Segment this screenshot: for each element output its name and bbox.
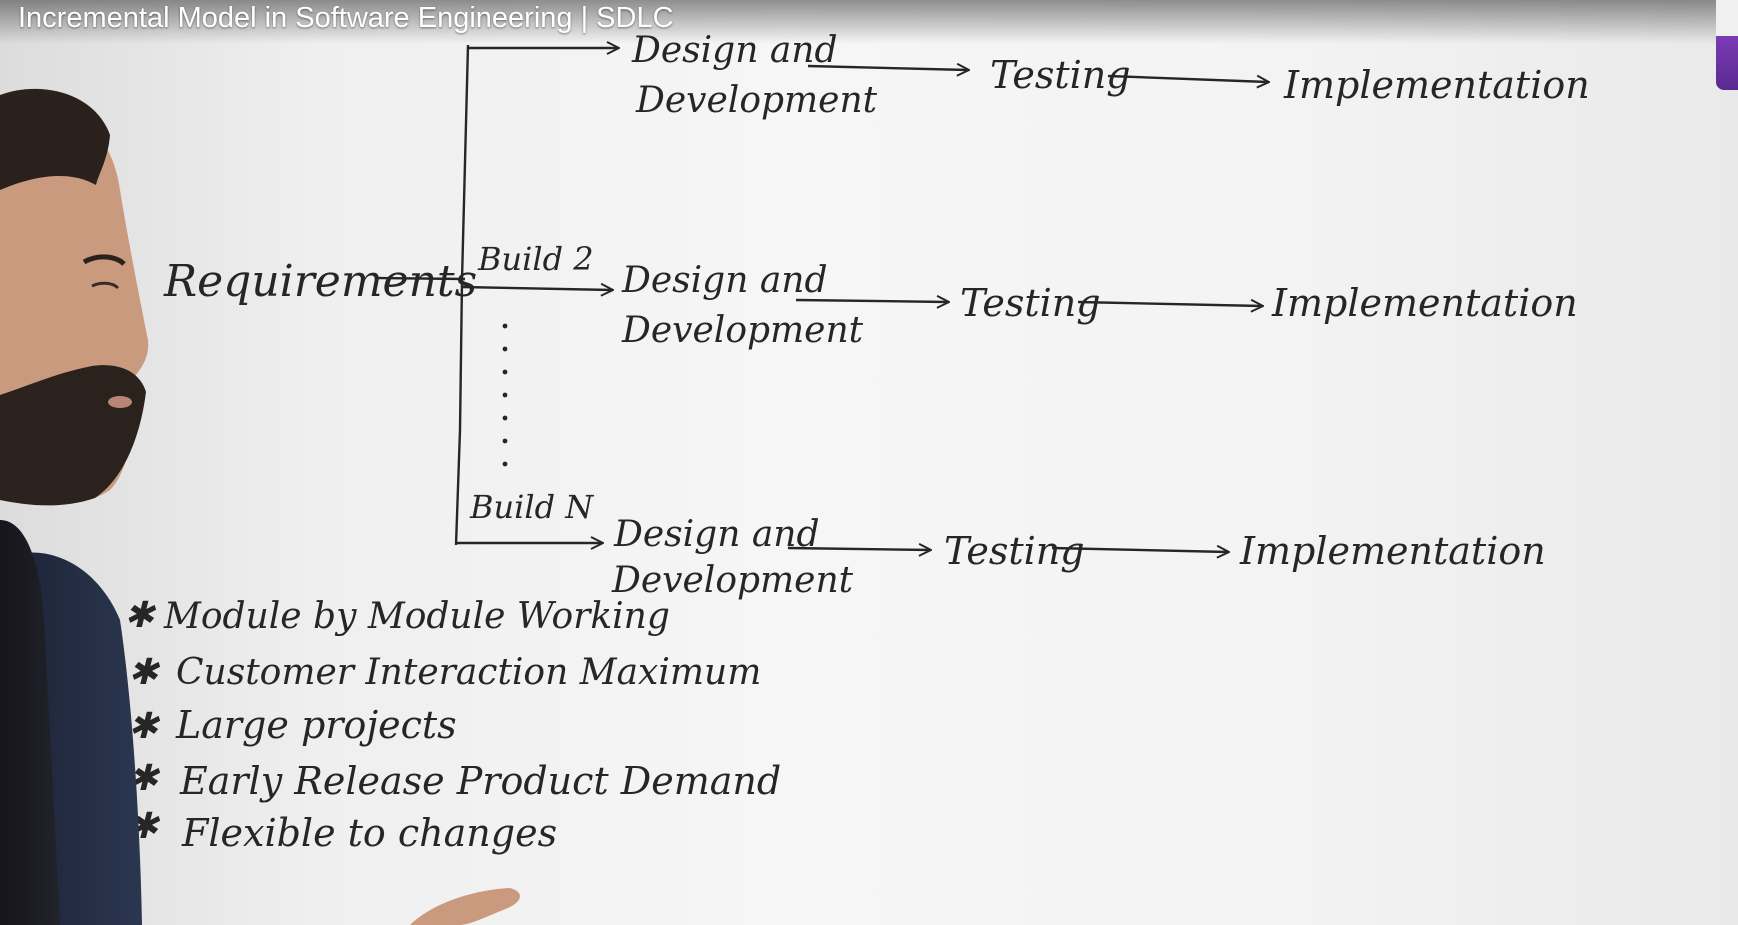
development-label: Development bbox=[621, 310, 864, 351]
build-label: Build N bbox=[469, 488, 594, 526]
requirements-label: Requirements bbox=[163, 256, 477, 307]
list-item: ✱ Module by Module Working bbox=[124, 595, 670, 637]
feature-list: ✱ Module by Module Working ✱ Customer In… bbox=[124, 595, 781, 855]
build-connector bbox=[375, 45, 618, 545]
svg-text:✱: ✱ bbox=[128, 706, 161, 747]
testing-label: Testing bbox=[960, 281, 1101, 325]
list-item: ✱ Early Release Product Demand bbox=[128, 758, 781, 803]
continuation-dots bbox=[502, 323, 508, 467]
build-1-row: Design and Development Testing Implement… bbox=[631, 30, 1590, 121]
svg-text:Module by Module Working: Module by Module Working bbox=[163, 596, 670, 637]
svg-text:✱: ✱ bbox=[128, 652, 161, 693]
implementation-label: Implementation bbox=[1239, 529, 1546, 573]
list-item: ✱ Large projects bbox=[128, 703, 457, 747]
svg-text:✱: ✱ bbox=[124, 595, 157, 636]
presenter bbox=[0, 88, 149, 925]
build-2-row: Build 2 Design and Development Testing I… bbox=[477, 240, 1578, 351]
svg-text:Large projects: Large projects bbox=[175, 703, 457, 747]
testing-label: Testing bbox=[944, 529, 1085, 573]
channel-badge-icon[interactable] bbox=[1716, 0, 1738, 90]
implementation-label: Implementation bbox=[1271, 281, 1578, 325]
presenter-hand bbox=[410, 888, 520, 925]
development-label: Development bbox=[635, 80, 878, 121]
svg-text:Flexible to changes: Flexible to changes bbox=[181, 811, 557, 855]
list-item: ✱ Flexible to changes bbox=[128, 806, 557, 855]
testing-label: Testing bbox=[990, 53, 1131, 97]
implementation-label: Implementation bbox=[1283, 63, 1590, 107]
svg-text:Customer Interaction Maximum: Customer Interaction Maximum bbox=[176, 652, 761, 693]
design-label: Design and bbox=[621, 260, 828, 301]
design-label: Design and bbox=[631, 30, 838, 71]
title-overlay bbox=[0, 0, 1738, 44]
build-label: Build 2 bbox=[477, 240, 594, 278]
list-item: ✱ Customer Interaction Maximum bbox=[128, 652, 761, 693]
stage-arrows bbox=[787, 66, 1268, 552]
video-title: Incremental Model in Software Engineerin… bbox=[18, 2, 674, 34]
svg-text:Early Release Product Demand: Early Release Product Demand bbox=[179, 759, 781, 803]
design-label: Design and bbox=[613, 514, 820, 555]
development-label: Development bbox=[611, 560, 854, 601]
build-n-row: Build N Design and Development Testing I… bbox=[469, 488, 1546, 601]
